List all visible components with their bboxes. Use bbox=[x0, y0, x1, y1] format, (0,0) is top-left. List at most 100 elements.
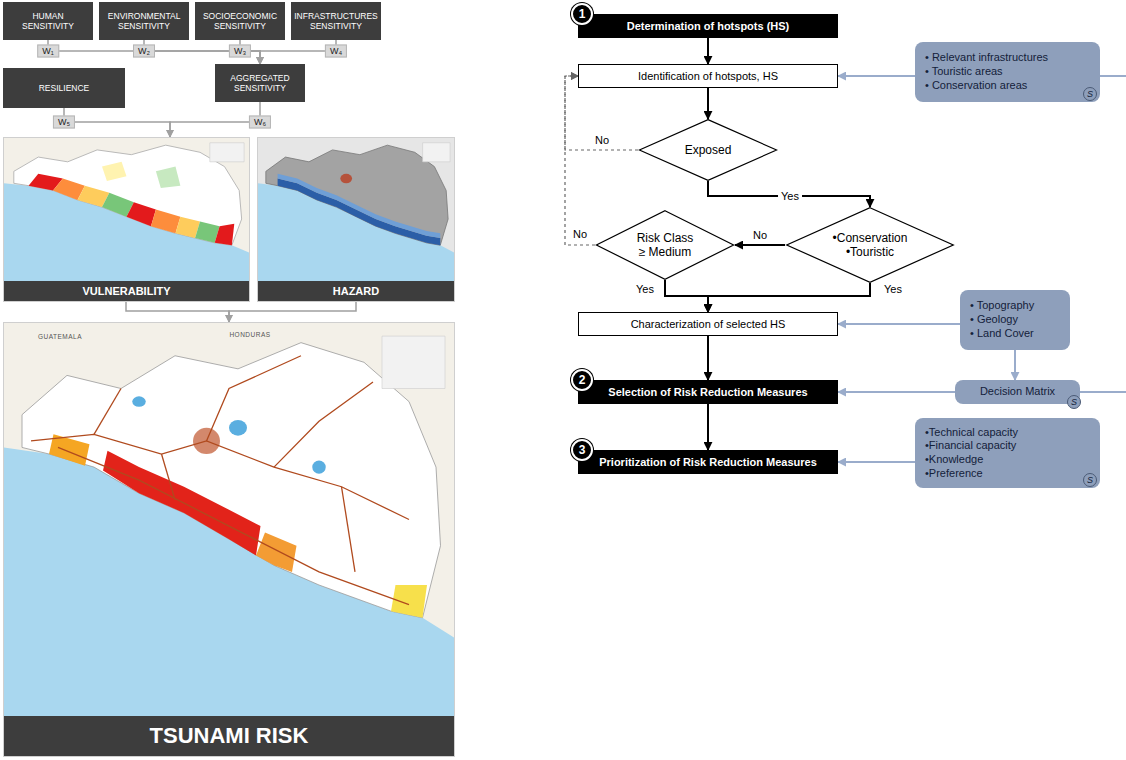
node-text: Prioritization of Risk Reduction Measure… bbox=[599, 456, 817, 468]
node-text: TSUNAMI RISK bbox=[150, 723, 309, 749]
vulnerability-patch bbox=[102, 162, 127, 181]
lake bbox=[132, 396, 146, 406]
step-box: Selection of Risk Reduction Measures bbox=[578, 380, 838, 404]
inset-map bbox=[210, 143, 244, 162]
inset-map bbox=[382, 336, 445, 388]
input-box: Decision Matrix bbox=[955, 380, 1080, 404]
ocean bbox=[4, 138, 249, 281]
node-text: • Geology bbox=[970, 313, 1034, 327]
connector bbox=[838, 75, 915, 77]
sensitivity-box: ENVIRONMENTAL SENSITIVITY bbox=[99, 2, 189, 40]
edge-label: Yes bbox=[881, 283, 905, 296]
decision-diamond: Exposed bbox=[638, 119, 778, 181]
node-text: •Technical capacity bbox=[925, 426, 1018, 440]
map-title-band: HAZARD bbox=[258, 281, 454, 301]
edge-label: No bbox=[592, 134, 612, 147]
neighbour-land bbox=[258, 138, 454, 252]
node-text: Selection of Risk Reduction Measures bbox=[608, 386, 807, 398]
sensitivity-box: SOCIOECONOMIC SENSITIVITY bbox=[195, 2, 285, 40]
node-text: •Preference bbox=[925, 467, 1018, 481]
step-box: Determination of hotspots (HS) bbox=[578, 14, 838, 38]
connector bbox=[126, 302, 229, 322]
node-text: RESILIENCE bbox=[39, 83, 90, 93]
input-box: • Relevant infrastructures• Touristic ar… bbox=[915, 42, 1100, 102]
connector bbox=[565, 76, 595, 245]
text-group: INFRASTRUCTURES SENSITIVITY bbox=[294, 11, 378, 31]
sensitivity-box: HUMAN SENSITIVITY bbox=[3, 2, 93, 40]
text-group: Selection of Risk Reduction Measures bbox=[608, 386, 807, 398]
risk-zone bbox=[256, 533, 297, 572]
node-text: • Relevant infrastructures bbox=[925, 51, 1048, 65]
edge-label: Yes bbox=[633, 283, 657, 296]
callout-number: 1 bbox=[571, 3, 593, 25]
connector bbox=[707, 336, 709, 380]
decision-diamond: Risk Class ≥ Medium bbox=[595, 210, 735, 280]
neighbour-land bbox=[4, 323, 454, 637]
text-group: RESILIENCE bbox=[39, 83, 90, 93]
node-text: •Touristic bbox=[833, 245, 908, 259]
connector bbox=[838, 391, 955, 393]
connector bbox=[48, 40, 260, 64]
map-label: HONDURAS bbox=[229, 331, 270, 338]
edge-label: W₁ bbox=[37, 45, 59, 58]
text-group: • Relevant infrastructures• Touristic ar… bbox=[925, 51, 1048, 92]
callout-number: 2 bbox=[571, 369, 593, 391]
ocean bbox=[258, 138, 454, 281]
connector bbox=[838, 323, 960, 325]
node-text: Determination of hotspots (HS) bbox=[627, 20, 790, 32]
input-box: • Topography• Geology• Land Cover bbox=[960, 290, 1070, 350]
lake bbox=[229, 420, 247, 436]
map-panel: TSUNAMI RISK bbox=[3, 322, 455, 757]
map-title-band: VULNERABILITY bbox=[4, 281, 249, 301]
connector bbox=[707, 38, 709, 64]
text-group: TSUNAMI RISK bbox=[150, 723, 309, 749]
edge-label: W₂ bbox=[133, 45, 155, 58]
hazard-zone bbox=[278, 174, 441, 238]
source-icon: S bbox=[1067, 395, 1081, 409]
text-group: ENVIRONMENTAL SENSITIVITY bbox=[108, 11, 180, 31]
text-group: HAZARD bbox=[333, 285, 379, 297]
node-text: • Topography bbox=[970, 299, 1034, 313]
sensitivity-box: INFRASTRUCTURES SENSITIVITY bbox=[291, 2, 381, 40]
diamond-shape bbox=[596, 211, 733, 280]
inset-map bbox=[423, 143, 450, 162]
process-box: Identification of hotspots, HS bbox=[578, 64, 838, 88]
connector bbox=[838, 461, 915, 463]
connector bbox=[735, 244, 785, 246]
connector bbox=[64, 108, 170, 137]
text-group: •Conservation•Touristic bbox=[833, 231, 908, 260]
text-group: Decision Matrix bbox=[980, 385, 1055, 399]
connector bbox=[707, 88, 709, 119]
edge-label: W₆ bbox=[249, 116, 271, 129]
risk-zone bbox=[391, 585, 427, 618]
risk-zone bbox=[103, 451, 261, 556]
edge-label: W₄ bbox=[325, 45, 347, 58]
hazard-map bbox=[258, 138, 454, 281]
map-label: GUATEMALA bbox=[38, 333, 82, 340]
input-box: •Technical capacity•Financial capacity•K… bbox=[915, 418, 1100, 488]
text-group: SOCIOECONOMIC SENSITIVITY bbox=[203, 11, 277, 31]
connector bbox=[144, 40, 260, 64]
node-text: Decision Matrix bbox=[980, 385, 1055, 399]
node-text: Characterization of selected HS bbox=[631, 318, 786, 330]
node-text: ENVIRONMENTAL SENSITIVITY bbox=[108, 11, 180, 31]
node-text: •Financial capacity bbox=[925, 439, 1018, 453]
map-title-band: TSUNAMI RISK bbox=[4, 716, 454, 756]
callout-number: 3 bbox=[571, 439, 593, 461]
country bbox=[266, 145, 448, 245]
node-text: INFRASTRUCTURES SENSITIVITY bbox=[294, 11, 378, 31]
text-group: Exposed bbox=[685, 143, 732, 157]
connector bbox=[229, 302, 356, 322]
step-box: Prioritization of Risk Reduction Measure… bbox=[578, 450, 838, 474]
node-text: AGGREGATED SENSITIVITY bbox=[230, 73, 289, 93]
text-group: Characterization of selected HS bbox=[631, 318, 786, 330]
decision-diamond: •Conservation•Touristic bbox=[785, 207, 955, 283]
connector bbox=[707, 404, 709, 450]
node-text: HAZARD bbox=[333, 285, 379, 297]
text-group: • Topography• Geology• Land Cover bbox=[970, 299, 1034, 340]
text-group: Prioritization of Risk Reduction Measure… bbox=[599, 456, 817, 468]
tsunami-risk-map bbox=[4, 323, 454, 716]
node-text: • Touristic areas bbox=[925, 65, 1048, 79]
